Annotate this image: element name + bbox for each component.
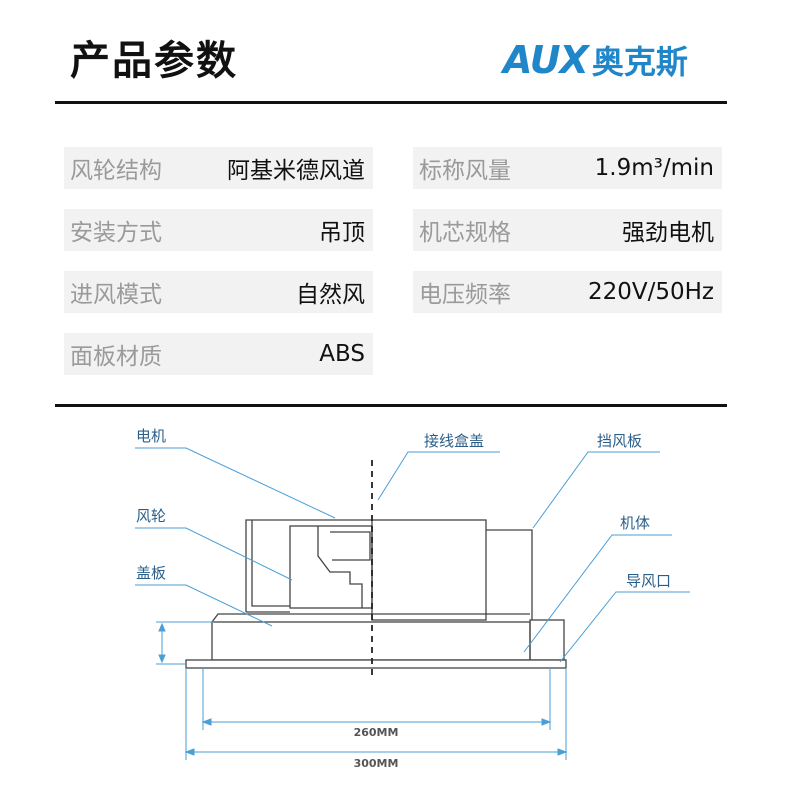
- param-install-method: 安装方式 吊顶: [64, 209, 373, 251]
- param-key: 标称风量: [419, 158, 511, 184]
- param-airflow: 标称风量 1.9m³/min: [413, 147, 722, 189]
- bottom-flange: [185, 659, 567, 669]
- dim-outer-label: 300MM: [354, 757, 399, 770]
- param-key: 电压频率: [419, 282, 511, 308]
- fan-wheel-box: [289, 525, 373, 609]
- housing-body-right: [486, 529, 533, 620]
- param-key: 面板材质: [70, 344, 162, 370]
- callout-fan: [135, 527, 293, 581]
- cover-plate: [211, 621, 531, 661]
- label-junction-box-cover: 接线盒盖: [424, 432, 484, 450]
- param-intake-mode: 进风模式 自然风: [64, 271, 373, 313]
- param-fan-structure: 风轮结构 阿基米德风道: [64, 147, 373, 189]
- param-value: 强劲电机: [622, 220, 714, 246]
- callout-outlet: [559, 591, 690, 663]
- param-key: 风轮结构: [70, 158, 162, 184]
- outlet-side: [529, 619, 565, 661]
- motor-box: [371, 519, 487, 621]
- param-value: 阿基米德风道: [227, 158, 365, 184]
- label-fan-wheel: 风轮: [136, 507, 166, 525]
- param-value: 吊顶: [319, 220, 365, 246]
- dim-inner-label: 260MM: [354, 726, 399, 739]
- logo-latin: AUX: [503, 38, 589, 82]
- logo-chinese: 奥克斯: [591, 43, 688, 81]
- structure-diagram: 电机 风轮 盖板 接线盒盖 挡风板 机体 导风口 260MM 300MM: [135, 427, 690, 770]
- param-motor-spec: 机芯规格 强劲电机: [413, 209, 722, 251]
- param-panel-material: 面板材质 ABS: [64, 333, 373, 375]
- callout-body: [523, 534, 672, 653]
- diagram-divider: [55, 404, 727, 407]
- param-key: 安装方式: [70, 220, 162, 246]
- fan-wheel-profile: [317, 526, 363, 608]
- label-baffle: 挡风板: [597, 432, 642, 450]
- param-value: 1.9m³/min: [594, 155, 714, 181]
- callout-motor: [135, 447, 336, 519]
- callout-cover: [135, 584, 273, 627]
- label-motor: 电机: [136, 427, 166, 445]
- label-air-outlet: 导风口: [626, 572, 671, 590]
- callout-junction: [377, 451, 500, 501]
- param-key: 机芯规格: [419, 220, 511, 246]
- param-key: 进风模式: [70, 282, 162, 308]
- housing-outline-left: [245, 519, 372, 612]
- param-value: 220V/50Hz: [587, 279, 714, 305]
- param-voltage: 电压频率 220V/50Hz: [413, 271, 722, 313]
- label-cover: 盖板: [136, 564, 166, 582]
- page-title: 产品参数: [70, 38, 238, 84]
- brand-logo: AUX 奥克斯: [503, 38, 688, 82]
- label-body: 机体: [620, 514, 650, 532]
- param-value: ABS: [319, 341, 365, 367]
- param-value: 自然风: [296, 282, 365, 308]
- callout-baffle: [532, 451, 660, 529]
- top-divider: [55, 101, 727, 104]
